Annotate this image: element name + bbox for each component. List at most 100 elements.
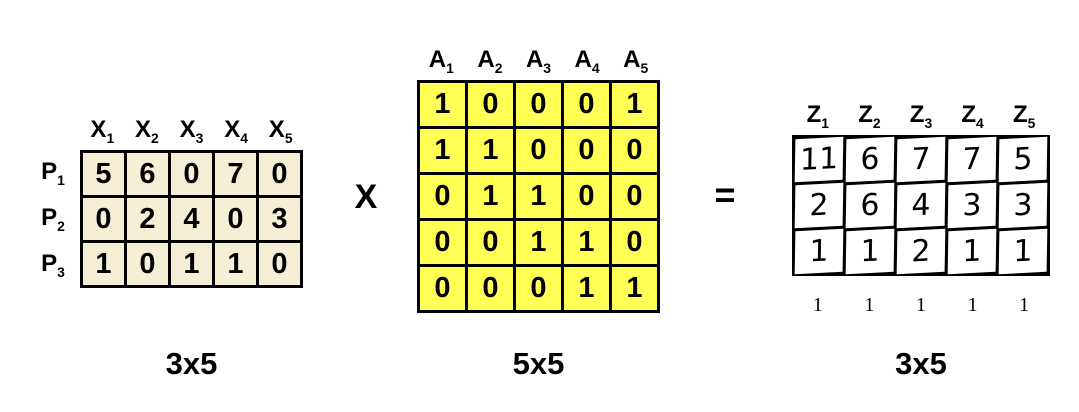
column-header-label: X2: [135, 116, 159, 147]
column-header-label: Z2: [858, 101, 881, 132]
matrix-cell: 0: [83, 198, 124, 240]
matrix-cell: 1: [171, 243, 212, 285]
column-header-label: A4: [574, 46, 600, 77]
matrix-cell: 0: [564, 83, 609, 126]
column-header-label-subscript: 4: [591, 60, 600, 77]
matrix-cell: 1: [612, 267, 657, 310]
column-header-label-subscript: 3: [195, 130, 204, 147]
matrix-cell: 6: [127, 153, 168, 195]
middle-matrix-column-headers: A1 A2 A3 A4 A5: [417, 42, 660, 80]
matrix-cell: 1: [845, 228, 895, 275]
column-header-label-subscript: 2: [872, 115, 881, 132]
matrix-cell: 0: [259, 243, 300, 285]
matrix-cell: 2: [127, 198, 168, 240]
matrix-cell: 0: [468, 267, 513, 310]
column-header: X1: [80, 118, 125, 150]
matrix-cell: 0: [468, 83, 513, 126]
row-header-label: P3: [41, 250, 65, 280]
matrix-cell: 1: [468, 175, 513, 218]
column-header: A5: [611, 48, 660, 80]
left-matrix-dimension-label: 3x5: [165, 346, 218, 381]
matrix-cell: 2: [794, 182, 844, 229]
row-header: P3: [30, 242, 76, 288]
matrix-cell: 0: [564, 175, 609, 218]
column-header-label-subscript: 5: [1027, 115, 1036, 132]
column-header: X2: [125, 118, 170, 150]
matrix-cell: 0: [420, 175, 465, 218]
column-header: A1: [417, 48, 466, 80]
equals-operator: =: [714, 174, 736, 215]
footer-count: 1: [915, 294, 926, 316]
matrix-cell: 1: [794, 228, 844, 275]
matrix-cell: 0: [420, 221, 465, 264]
column-header: Z1: [792, 103, 844, 135]
matrix-cell: 0: [516, 129, 561, 172]
matrix-cell: 3: [998, 182, 1048, 229]
matrix-cell: 0: [612, 129, 657, 172]
middle-matrix-dimension-label: 5x5: [512, 346, 565, 381]
column-header-label: Z3: [909, 101, 933, 132]
column-header: Z5: [998, 103, 1050, 135]
matrix-cell: 11: [794, 136, 844, 183]
column-header-label: A2: [477, 46, 503, 77]
column-header-label-subscript: 3: [924, 115, 933, 132]
column-header-label: A1: [428, 46, 454, 77]
column-header-label-subscript: 2: [151, 130, 159, 147]
left-matrix-column-headers: X1 X2 X3 X4 X5: [80, 112, 303, 150]
footer-count: 1: [812, 294, 823, 316]
matrix-cell: 1: [420, 83, 465, 126]
matrix-cell: 1: [516, 175, 561, 218]
column-header: A2: [466, 48, 515, 80]
matrix-cell: 0: [420, 267, 465, 310]
matrix-cell: 0: [215, 198, 256, 240]
matrix-cell: 0: [171, 153, 212, 195]
column-header-label: X5: [268, 116, 293, 147]
column-header: Z2: [844, 103, 896, 135]
matrix-cell: 1: [947, 228, 997, 275]
column-header: Z3: [895, 103, 947, 135]
column-header-label: Z5: [1012, 101, 1036, 132]
column-header-label: Z4: [961, 101, 984, 132]
column-header: A3: [514, 48, 563, 80]
matrix-cell: 1: [564, 267, 609, 310]
column-header-label: Z1: [806, 101, 829, 132]
footer-count: 1: [967, 294, 978, 316]
matrix-cell: 0: [516, 267, 561, 310]
column-header-label: X3: [179, 116, 204, 147]
column-header: X3: [169, 118, 214, 150]
right-matrix-dimension-label: 3x5: [895, 346, 947, 381]
matrix-cell: 7: [947, 136, 997, 183]
right-matrix-column-headers: Z1 Z2 Z3 Z4 Z5: [792, 97, 1050, 135]
column-header-label-subscript: 2: [494, 60, 503, 77]
matrix-cell: 6: [845, 136, 895, 183]
multiplication-operator: X: [354, 178, 378, 216]
column-header-label-subscript: 5: [640, 60, 649, 77]
column-header-label-subscript: 1: [106, 130, 115, 147]
matrix-cell: 3: [947, 182, 997, 229]
row-header-label-subscript: 3: [57, 263, 65, 280]
matrix-cell: 0: [612, 221, 657, 264]
matrix-cell: 6: [845, 182, 895, 229]
matrix-cell: 7: [215, 153, 256, 195]
matrix-cell: 1: [564, 221, 609, 264]
matrix-cell: 1: [516, 221, 561, 264]
matrix-cell: 1: [420, 129, 465, 172]
column-header-label-subscript: 1: [821, 115, 829, 132]
matrix-cell: 0: [516, 83, 561, 126]
column-header: X4: [214, 118, 259, 150]
matrix-cell: 1: [468, 129, 513, 172]
row-header-label-subscript: 2: [57, 217, 65, 234]
matrix-cell: 5: [998, 136, 1048, 183]
row-header-label-subscript: 1: [57, 171, 65, 188]
column-header-label-subscript: 4: [976, 115, 984, 132]
footer-count: 1: [864, 294, 875, 316]
column-header-label: X1: [90, 116, 115, 147]
matrix-cell: 4: [896, 182, 946, 229]
matrix-cell: 2: [896, 228, 946, 275]
